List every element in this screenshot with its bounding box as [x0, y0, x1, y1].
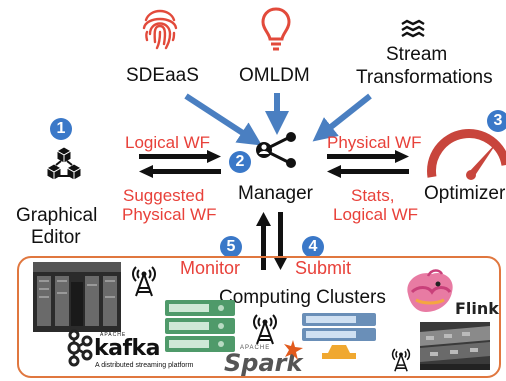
kafka-tagline: A distributed streaming platform: [95, 362, 194, 369]
editor-manager-arrows: [139, 150, 221, 178]
kafka-prefix: APACHE: [100, 332, 127, 338]
manager-label: Manager: [238, 183, 313, 204]
flink-squirrel-icon: [407, 269, 453, 312]
lightbulb-icon: [261, 7, 291, 51]
arrow-stream-to-manager: [312, 93, 372, 142]
vertical-arrows: [256, 212, 288, 270]
monitor-number-badge: 5: [220, 236, 242, 258]
waves-icon: [401, 19, 425, 38]
editor-label-line1: Graphical: [16, 205, 98, 226]
stream-label-line2: Transformations: [356, 67, 493, 88]
monitor-label: Monitor: [180, 258, 241, 278]
manager-number-badge: 2: [229, 151, 251, 173]
submit-label: Submit: [295, 258, 352, 278]
server-icon: [165, 300, 235, 352]
logical-wf-label: Logical WF: [125, 133, 211, 152]
arrow-sdeaas-to-manager: [184, 93, 263, 146]
computing-clusters-box: [17, 256, 501, 378]
antenna-icon: [132, 266, 156, 297]
kafka-wordmark: kafka: [94, 336, 161, 361]
spark-star-icon: [284, 340, 303, 360]
stats-label-line2: Logical WF: [333, 205, 419, 224]
computing-clusters-title: Computing Clusters: [219, 287, 386, 308]
suggested-label-line2: Physical WF: [122, 205, 217, 224]
editor-label-line2: Editor: [31, 227, 81, 248]
gauge-icon: [427, 129, 506, 180]
kafka-logo-icon: [67, 329, 93, 367]
physical-wf-label: Physical WF: [327, 133, 422, 152]
share-icon: [256, 132, 296, 168]
optimizer-number-badge: 3: [487, 110, 506, 132]
server-icon: [302, 313, 376, 359]
cubes-icon: [45, 146, 83, 181]
antenna-icon: [253, 314, 277, 345]
antenna-icon: [391, 348, 411, 372]
omldm-label: OMLDM: [239, 65, 310, 86]
stats-label-line1: Stats,: [351, 186, 395, 205]
datacenter-photo: [33, 262, 121, 332]
optimizer-label: Optimizer: [424, 183, 506, 204]
sdeaas-label: SDEaaS: [126, 65, 199, 86]
manager-optimizer-arrows: [327, 150, 409, 178]
flink-wordmark: Flink: [455, 299, 499, 318]
fingerprint-icon: [142, 9, 178, 50]
stream-label-line1: Stream: [386, 44, 448, 65]
datacenter-photo: [420, 322, 490, 370]
editor-number-badge: 1: [50, 118, 72, 140]
submit-number-badge: 4: [302, 236, 324, 258]
suggested-label-line1: Suggested: [123, 186, 205, 205]
spark-prefix: APACHE: [240, 345, 271, 351]
